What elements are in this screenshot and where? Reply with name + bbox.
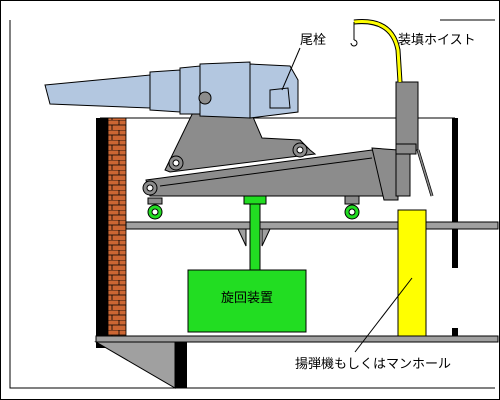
ammo-hatch-label: 揚弾機もしくはマンホール (295, 356, 451, 372)
traverse-gear-box (187, 269, 307, 333)
loading-hoist-label: 装填ホイスト (398, 33, 476, 48)
gun-barrel (44, 61, 299, 119)
brick-column (107, 117, 127, 349)
traverse-gear-label: 旋回装置 (221, 291, 273, 306)
traverse-gear: 旋回装置 (187, 195, 307, 333)
carriage-slide (142, 147, 399, 220)
gun-deck (125, 221, 499, 230)
ammo-hatch-leader (354, 277, 413, 353)
emplacement-structure (9, 19, 499, 389)
loading-hoist (350, 19, 434, 197)
breech-leader (281, 47, 301, 91)
ammo-hatch (397, 209, 427, 337)
foundation (94, 341, 176, 389)
hoist-hook-icon (350, 39, 358, 47)
traverse-shaft (249, 199, 261, 271)
left-wall (96, 118, 108, 348)
breech-label: 尾栓 (300, 33, 326, 48)
trunnion (198, 91, 212, 105)
right-wall (452, 118, 458, 268)
hoist-cable (353, 20, 402, 83)
lower-floor (95, 335, 499, 343)
